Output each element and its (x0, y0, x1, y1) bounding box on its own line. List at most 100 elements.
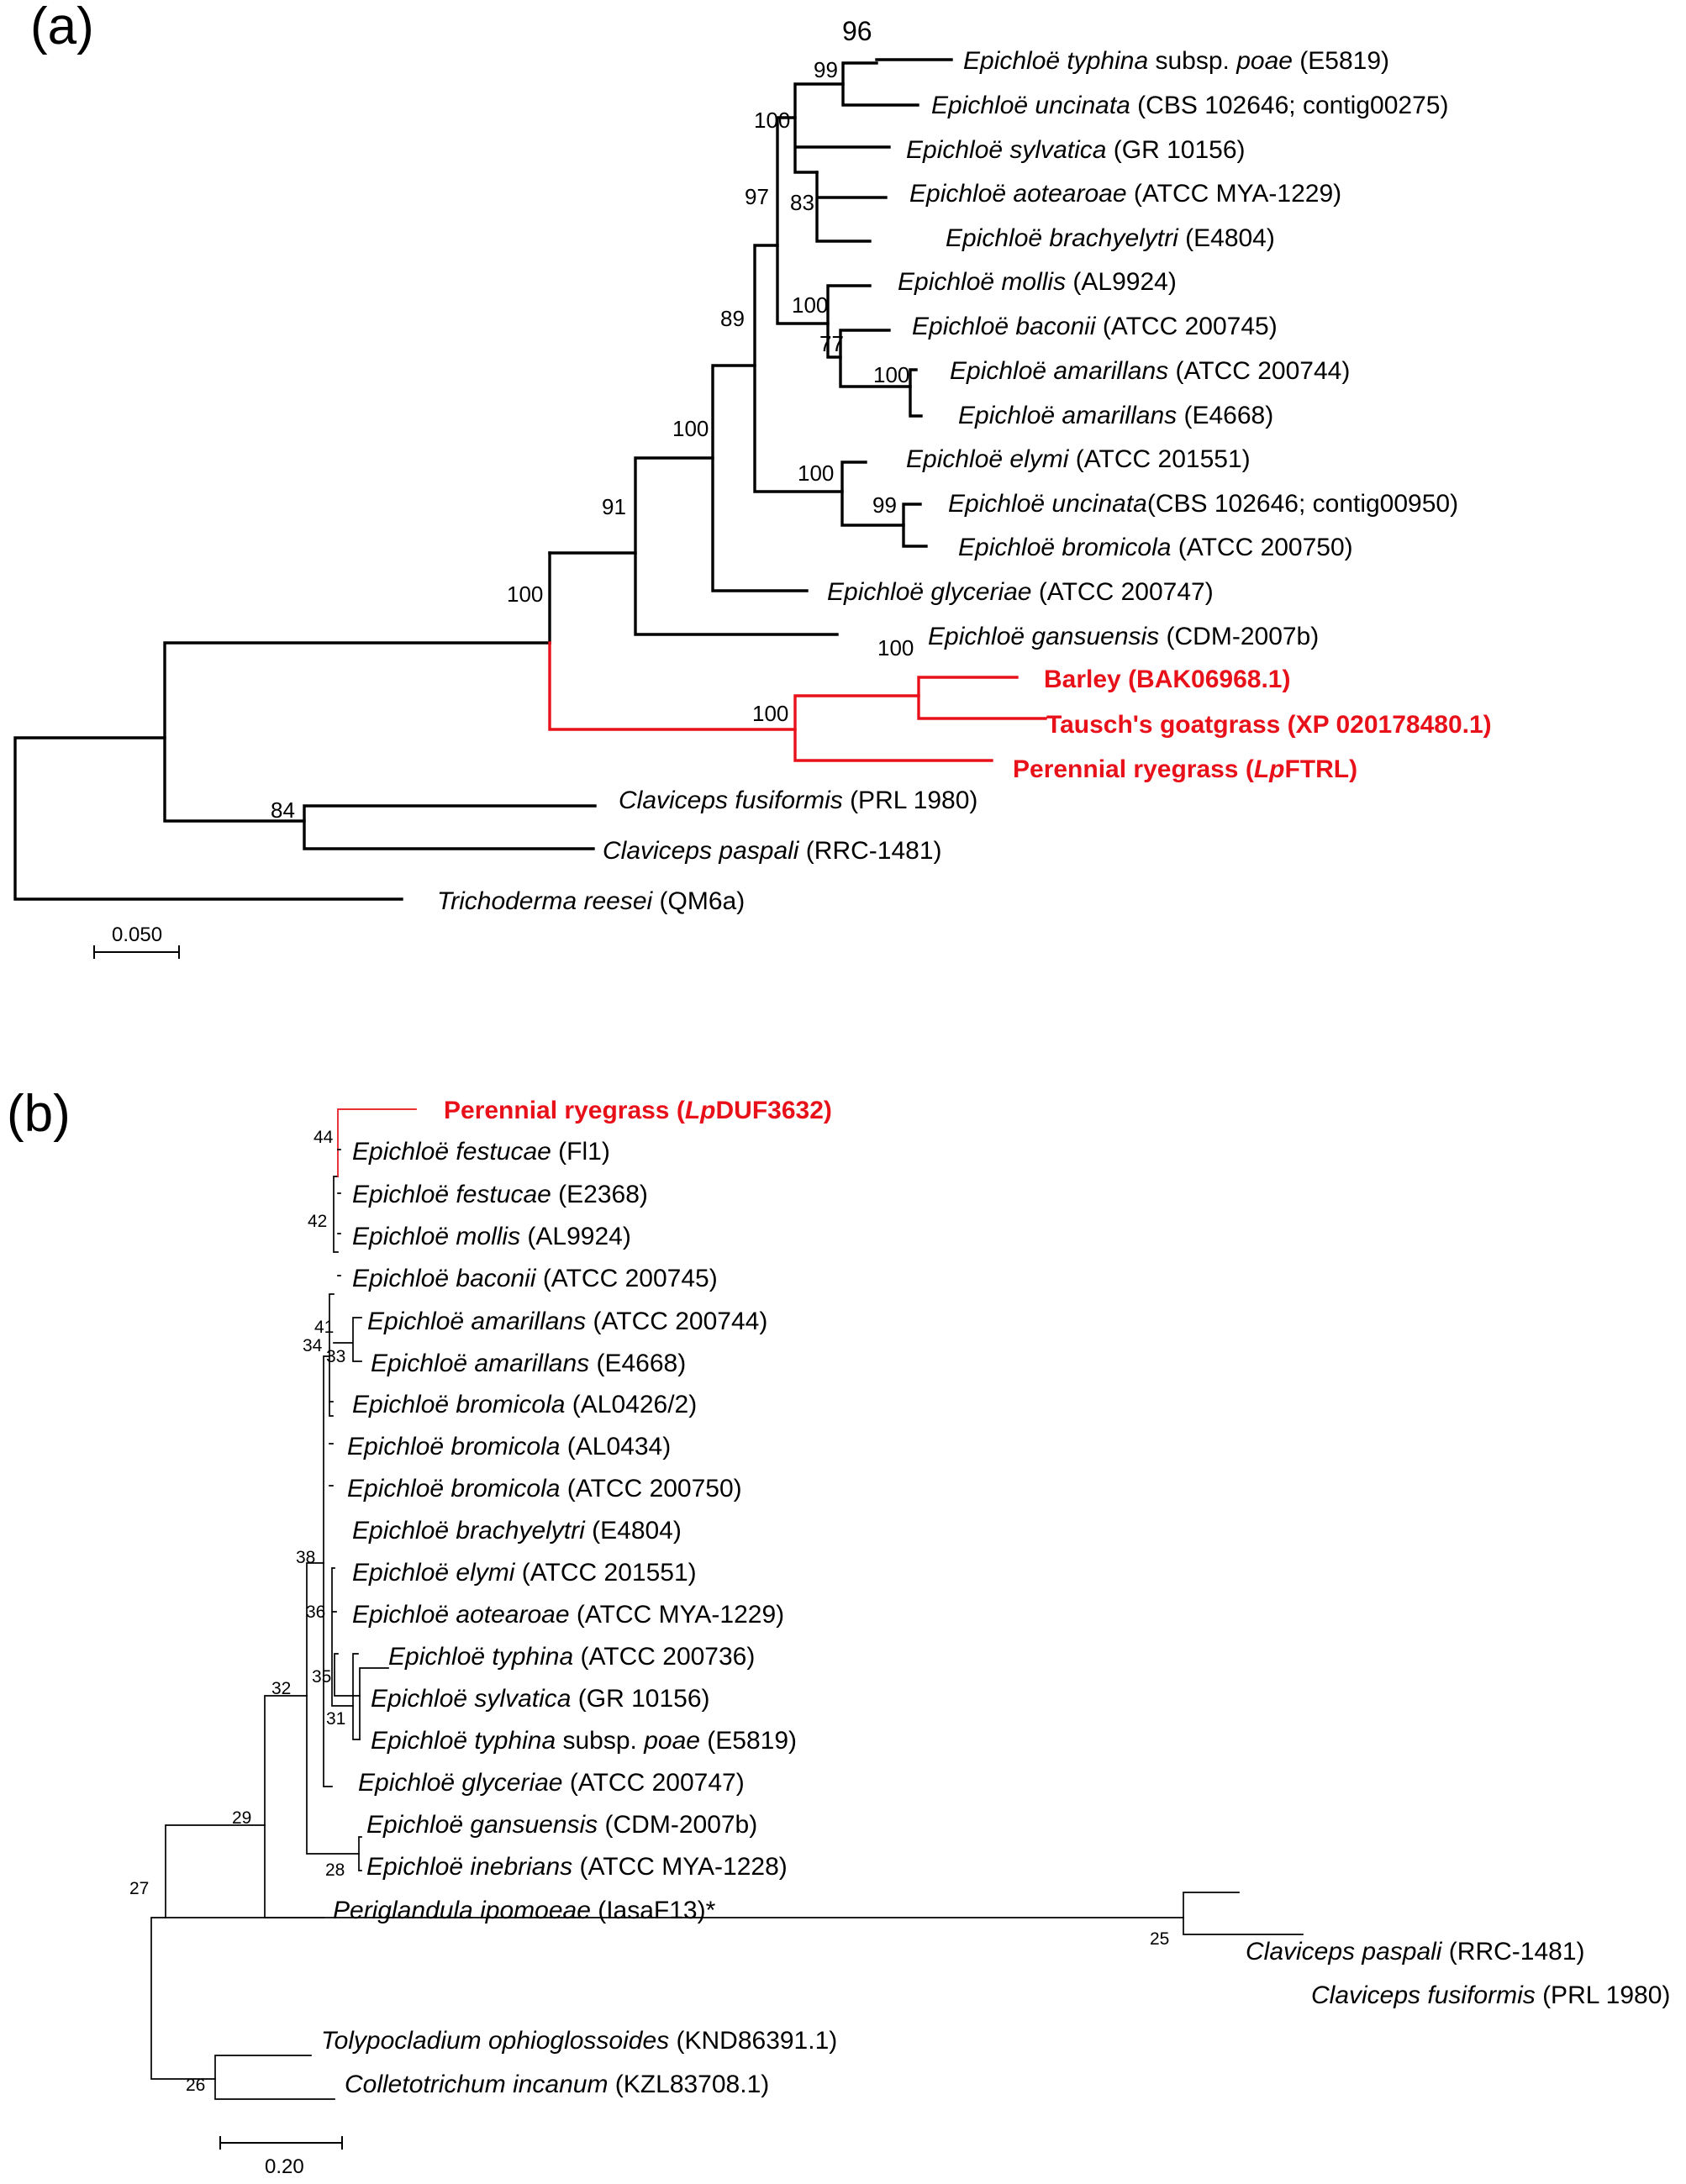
panel-a-branches (13, 58, 1047, 901)
highlight-branch (548, 641, 797, 731)
branch (163, 641, 551, 823)
branch (793, 82, 891, 174)
branch (841, 61, 919, 107)
support-value: 84 (271, 797, 295, 823)
taxon-label: Epichloë typhina subsp. poae (E5819) (963, 47, 1389, 75)
taxon-label: Epichloë festucae (Fl1) (352, 1138, 610, 1166)
branch (359, 1667, 389, 1740)
branch (352, 1653, 361, 1740)
taxon-label: Epichloë sylvatica (GR 10156) (906, 136, 1246, 164)
support-value: 96 (842, 16, 872, 46)
taxon-label-highlight: Perennial ryegrass (LpFTRL) (1013, 755, 1357, 783)
taxon-label: Periglandula ipomoeae (IasaF13)* (333, 1897, 716, 1924)
panel-b-label: (b) (7, 1085, 71, 1143)
support-value: 36 (306, 1602, 325, 1622)
highlight-branch (337, 1108, 417, 1177)
panel-b: (b) 44 42 41 34 33 (7, 1085, 1670, 2178)
taxon-label: Epichloë sylvatica (GR 10156) (371, 1685, 710, 1713)
taxon-label: Tolypocladium ophioglossoides (KND86391.… (321, 2027, 837, 2055)
branch (902, 503, 928, 548)
support-value: 100 (754, 108, 790, 133)
branch (165, 1824, 1184, 1918)
branch (150, 1917, 216, 2080)
panel-a-taxa: Epichloë typhina subsp. poae (E5819) Epi… (437, 47, 1492, 915)
support-value: 38 (296, 1548, 315, 1567)
panel-a-label: (a) (30, 0, 94, 55)
taxon-label-highlight: Barley (BAK06968.1) (1044, 666, 1290, 693)
support-value: 100 (792, 292, 828, 318)
panel-b-supports: 44 42 41 34 33 38 36 35 31 32 29 28 27 2… (129, 1128, 1169, 2095)
support-value: 33 (326, 1347, 345, 1366)
taxon-label: Epichloë festucae (E2368) (352, 1181, 648, 1208)
branch (358, 1836, 362, 1871)
support-value: 91 (602, 494, 626, 519)
branch (264, 1695, 324, 1918)
taxon-label-highlight: Perennial ryegrass (LpDUF3632) (444, 1097, 832, 1124)
taxon-label: Epichloë bromicola (AL0426/2) (352, 1391, 697, 1418)
taxon-label: Trichoderma reesei (QM6a) (437, 887, 745, 915)
branch (840, 460, 905, 527)
support-value: 32 (271, 1679, 291, 1698)
branch (329, 1401, 334, 1487)
branch (909, 368, 923, 418)
taxon-label: Epichloë amarillans (E4668) (958, 402, 1273, 429)
taxon-label: Epichloë bromicola (AL0434) (347, 1433, 671, 1460)
branch (711, 364, 809, 592)
taxon-label: Claviceps fusiformis (PRL 1980) (1311, 1981, 1670, 2009)
taxon-label: Claviceps fusiformis (PRL 1980) (619, 787, 977, 814)
support-value: 41 (314, 1318, 334, 1337)
taxon-label: Epichloë typhina subsp. poae (E5819) (371, 1727, 797, 1755)
panel-b-branches (150, 1108, 1304, 2100)
support-value: 34 (303, 1336, 323, 1355)
taxon-label: Epichloë brachyelytri (E4804) (946, 224, 1275, 252)
panel-b-scale-bar: 0.20 (219, 2136, 343, 2178)
taxon-label: Epichloë aotearoae (ATCC MYA-1229) (352, 1601, 784, 1629)
taxon-label: Epichloë baconii (ATCC 200745) (352, 1265, 718, 1292)
branch (333, 1176, 339, 1253)
taxon-label: Colletotrichum incanum (KZL83708.1) (345, 2071, 769, 2098)
branch (214, 2055, 335, 2100)
branch (303, 804, 597, 850)
support-value: 83 (790, 190, 814, 215)
taxon-label: Epichloë amarillans (ATCC 200744) (367, 1308, 767, 1335)
branch (333, 1317, 362, 1362)
taxon-label: Epichloë elymi (ATCC 201551) (352, 1559, 697, 1587)
taxon-label: Epichloë gansuensis (CDM-2007b) (928, 623, 1319, 650)
branch (753, 244, 844, 493)
support-value: 100 (798, 460, 834, 486)
taxon-label: Epichloë bromicola (ATCC 200750) (347, 1475, 742, 1502)
taxon-label: Epichloë elymi (ATCC 201551) (906, 445, 1251, 473)
branch (815, 171, 888, 243)
highlight-branch (793, 694, 993, 762)
branch (306, 1562, 360, 1855)
support-value: 77 (819, 331, 844, 356)
branch (1183, 1892, 1304, 1935)
taxon-label: Epichloë amarillans (E4668) (371, 1350, 686, 1377)
panel-a: (a) (13, 0, 1492, 959)
support-value: 89 (720, 306, 745, 331)
taxon-label: Epichloë aotearoae (ATCC MYA-1229) (909, 180, 1341, 208)
panel-b-taxa: Perennial ryegrass (LpDUF3632) Epichloë … (321, 1097, 1670, 2098)
taxon-label: Epichloë baconii (ATCC 200745) (912, 313, 1278, 340)
taxon-label: Epichloë glyceriae (ATCC 200747) (827, 578, 1214, 606)
branch (323, 1355, 333, 1787)
taxon-label: Epichloë amarillans (ATCC 200744) (950, 357, 1350, 385)
support-value: 100 (873, 362, 909, 387)
support-value: 44 (313, 1128, 334, 1147)
taxon-label: Epichloë mollis (AL9924) (352, 1223, 631, 1250)
support-value: 100 (672, 416, 709, 441)
branch (329, 1293, 335, 1417)
taxon-label: Epichloë typhina (ATCC 200736) (388, 1643, 755, 1671)
branch (839, 329, 912, 388)
branch (634, 456, 839, 636)
support-value: 29 (232, 1808, 251, 1828)
taxon-label: Epichloë bromicola (ATCC 200750) (958, 534, 1353, 561)
branch (776, 116, 830, 325)
support-value: 31 (326, 1709, 345, 1729)
branch (826, 284, 872, 359)
support-value: 97 (745, 184, 769, 209)
support-value: 35 (312, 1667, 331, 1687)
scale-bar-label: 0.20 (265, 2155, 304, 2178)
branch (334, 1653, 354, 1697)
